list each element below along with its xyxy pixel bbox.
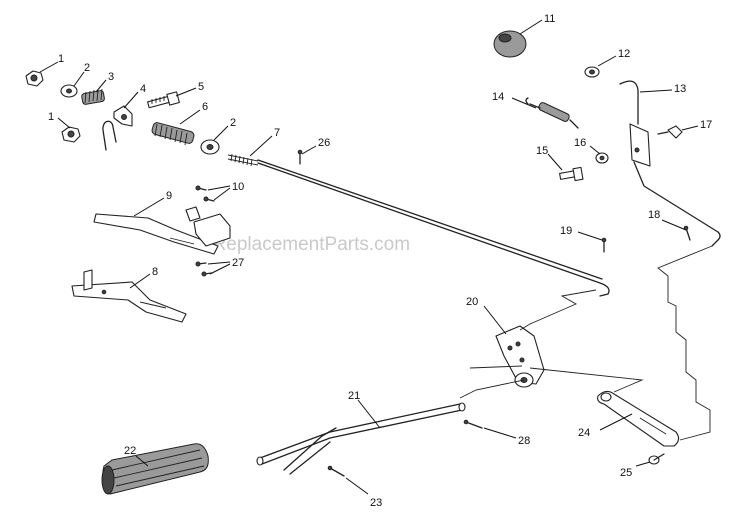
explosion-lines: [459, 245, 713, 441]
part-24-lever-arm[interactable]: [597, 390, 680, 447]
callout-21: 21: [348, 390, 381, 429]
part-23-pin[interactable]: [327, 465, 345, 477]
watermark-text: eReplacementParts.com: [202, 234, 410, 255]
svg-text:10: 10: [232, 181, 244, 193]
part-8-mounting-plate[interactable]: [71, 269, 187, 323]
callout-11: 11: [519, 13, 555, 35]
part-18-pin[interactable]: [683, 225, 691, 241]
part-25-nut[interactable]: [648, 453, 665, 465]
part-2-washer-upper[interactable]: [60, 84, 78, 98]
svg-text:22: 22: [124, 445, 136, 457]
svg-text:28: 28: [518, 435, 530, 447]
svg-text:15: 15: [536, 145, 548, 157]
svg-text:23: 23: [370, 497, 382, 509]
svg-text:25: 25: [620, 467, 632, 479]
svg-text:3: 3: [108, 71, 114, 83]
callout-27: 27: [207, 257, 244, 275]
callout-25: 25: [620, 461, 651, 479]
part-12-nut[interactable]: [584, 66, 600, 78]
svg-text:27: 27: [232, 257, 244, 269]
callout-19: 19: [560, 225, 603, 241]
svg-text:13: 13: [674, 83, 686, 95]
callout-3: 3: [95, 71, 114, 93]
svg-text:8: 8: [152, 266, 158, 278]
svg-text:11: 11: [544, 13, 555, 25]
callout-1a: 1: [39, 53, 64, 73]
svg-text:14: 14: [492, 91, 504, 103]
svg-text:18: 18: [648, 209, 660, 221]
callout-24: 24: [578, 413, 633, 439]
part-21-rod-assembly[interactable]: [256, 402, 466, 475]
svg-text:21: 21: [348, 390, 360, 402]
part-15-bolt[interactable]: [559, 166, 584, 182]
svg-text:17: 17: [700, 119, 712, 131]
part-7-control-rod[interactable]: [227, 153, 610, 297]
callout-13: 13: [639, 83, 686, 95]
callout-23: 23: [345, 477, 382, 509]
part-27-screws[interactable]: [195, 261, 213, 277]
part-9-mounting-plate[interactable]: [93, 206, 231, 255]
part-2-washer-lower[interactable]: [200, 139, 220, 155]
svg-text:2: 2: [230, 117, 236, 129]
part-22-pedal-pad[interactable]: [101, 443, 209, 495]
part-20-bellcrank[interactable]: [495, 325, 545, 388]
svg-text:24: 24: [578, 427, 590, 439]
callout-2b: 2: [213, 117, 236, 141]
callout-4: 4: [123, 83, 146, 109]
part-28-pin[interactable]: [463, 419, 483, 429]
callout-9: 9: [133, 190, 172, 217]
callout-6: 6: [179, 101, 208, 125]
part-16-nut[interactable]: [595, 152, 609, 164]
callout-20: 20: [466, 296, 507, 335]
part-10-screws[interactable]: [195, 185, 215, 202]
callout-22: 22: [124, 445, 149, 467]
callout-28: 28: [483, 427, 530, 447]
svg-text:26: 26: [318, 137, 330, 149]
part-5-bolt[interactable]: [147, 91, 180, 109]
svg-text:5: 5: [198, 81, 204, 93]
svg-text:4: 4: [140, 83, 146, 95]
callout-15: 15: [536, 145, 563, 171]
callout-1b: 1: [48, 111, 71, 129]
svg-text:19: 19: [560, 225, 572, 237]
svg-text:2: 2: [84, 62, 90, 74]
callout-26: 26: [301, 137, 330, 155]
svg-text:9: 9: [166, 190, 172, 202]
callout-17: 17: [681, 119, 712, 131]
part-17-bolt[interactable]: [657, 125, 683, 139]
part-4-bracket-clip[interactable]: [102, 105, 133, 151]
svg-text:16: 16: [574, 137, 586, 149]
svg-text:20: 20: [466, 296, 478, 308]
callout-5: 5: [175, 81, 204, 97]
callout-16: 16: [574, 137, 601, 155]
svg-text:6: 6: [202, 101, 208, 113]
svg-text:7: 7: [274, 127, 280, 139]
callout-8: 8: [129, 266, 158, 289]
callout-7: 7: [249, 127, 280, 157]
callout-2a: 2: [73, 62, 90, 87]
part-1-hex-nut-lower[interactable]: [61, 126, 81, 143]
callout-14: 14: [492, 91, 537, 109]
callout-12: 12: [597, 48, 630, 67]
svg-text:1: 1: [48, 111, 54, 123]
part-26-pin[interactable]: [297, 149, 303, 165]
part-6-spring[interactable]: [151, 122, 195, 146]
part-11-knob[interactable]: [493, 30, 527, 58]
part-13-shift-lever[interactable]: [619, 80, 721, 247]
callout-18: 18: [648, 209, 687, 231]
part-1-hex-nut-upper[interactable]: [25, 70, 44, 87]
svg-text:12: 12: [618, 48, 630, 60]
part-3-spring[interactable]: [81, 88, 105, 105]
part-14-spring[interactable]: [525, 97, 579, 129]
part-19-pin[interactable]: [601, 237, 607, 253]
svg-text:1: 1: [58, 53, 64, 65]
callout-10: 10: [207, 181, 244, 201]
